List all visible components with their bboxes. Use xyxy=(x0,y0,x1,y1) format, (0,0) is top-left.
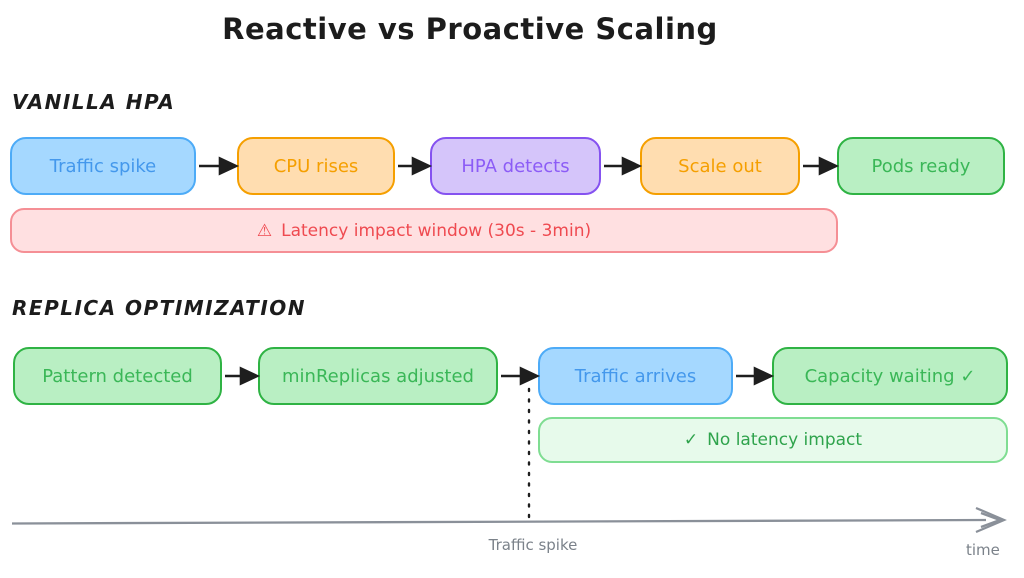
diagram-title: Reactive vs Proactive Scaling xyxy=(222,12,718,46)
timeline-axis xyxy=(11,506,1007,534)
flow-box-cpu-rises: CPU rises xyxy=(237,137,395,195)
timeline-axis-label: time xyxy=(966,541,1000,559)
warning-icon: ⚠ xyxy=(256,220,273,241)
flow-box-label: minReplicas adjusted xyxy=(282,365,474,387)
flow-box-label: Capacity waiting ✓ xyxy=(804,365,976,387)
flow-box-minreplicas-adjusted: minReplicas adjusted xyxy=(258,347,498,405)
section-heading-replica-optimization: REPLICA OPTIMIZATION xyxy=(12,296,307,320)
flow-box-scale-out: Scale out xyxy=(640,137,800,195)
check-icon: ✓ xyxy=(683,430,699,450)
timeline-arrowhead xyxy=(975,506,1007,534)
flow-box-capacity-waiting: Capacity waiting ✓ xyxy=(772,347,1008,405)
section-heading-vanilla-hpa: VANILLA HPA xyxy=(12,90,176,114)
flow-box-pods-ready: Pods ready xyxy=(837,137,1005,195)
flow-box-label: CPU rises xyxy=(273,155,359,177)
flow-box-pattern-detected: Pattern detected xyxy=(13,347,222,405)
latency-impact-banner: ⚠ Latency impact window (30s - 3min) xyxy=(10,208,838,253)
flow-box-traffic-spike: Traffic spike xyxy=(10,137,196,195)
flow-box-label: Pods ready xyxy=(871,155,971,177)
flow-box-label: Traffic arrives xyxy=(574,365,697,387)
flow-box-traffic-arrives: Traffic arrives xyxy=(538,347,733,405)
timeline-marker-label: Traffic spike xyxy=(488,536,578,554)
flow-box-label: Scale out xyxy=(678,155,762,177)
banner-label: No latency impact xyxy=(707,430,863,450)
banner-label: Latency impact window (30s - 3min) xyxy=(281,220,592,241)
flow-box-label: Traffic spike xyxy=(49,155,157,177)
flow-box-hpa-detects: HPA detects xyxy=(430,137,601,195)
no-latency-banner: ✓ No latency impact xyxy=(538,417,1008,463)
flow-box-label: HPA detects xyxy=(461,155,570,177)
flow-box-label: Pattern detected xyxy=(42,365,193,387)
timeline-arrowhead xyxy=(980,511,1004,529)
